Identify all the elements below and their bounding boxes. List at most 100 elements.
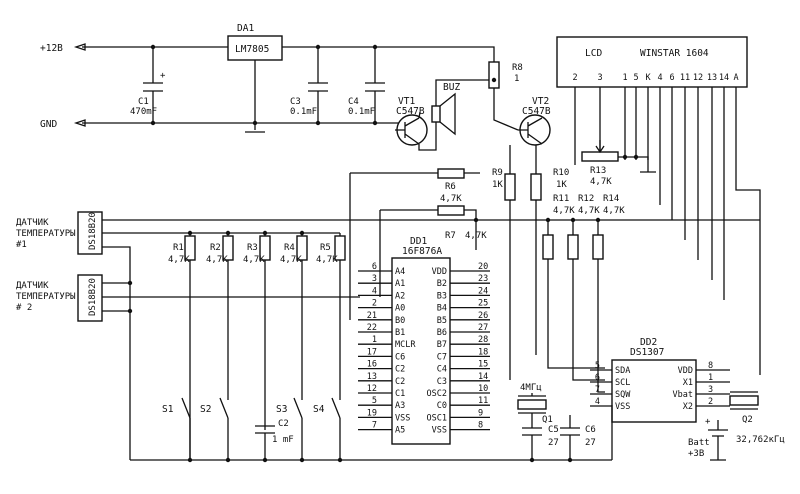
mcu-right-pin-name: C7 [437, 352, 447, 362]
r11-value: 4,7K [553, 206, 575, 216]
c1-value: 470mF [130, 107, 157, 117]
mcu-left-pin-num: 4 [372, 286, 377, 296]
mcu-left-pin-name: B1 [395, 328, 405, 338]
mcu-left-pin-num: 16 [367, 360, 377, 370]
lcd-pin-7: 6 [669, 73, 674, 83]
r2-ref: R2 [210, 243, 221, 253]
r2-body [222, 235, 234, 261]
mcu-right-pin-name: B2 [437, 279, 447, 289]
mcu-right-pin-num: 9 [478, 408, 483, 418]
rtc-left-pin-name: SDA [615, 366, 630, 376]
r9-ref: R9 [492, 168, 503, 178]
rtc-body [611, 359, 697, 423]
r5-ref: R5 [320, 243, 331, 253]
mcu-left-pin-name: C1 [395, 389, 405, 399]
regulator-ref: DA1 [237, 23, 254, 34]
lcd-label: LCD [585, 48, 602, 59]
mcu-right-pin-name: OSC1 [427, 413, 447, 423]
r4-ref: R4 [284, 243, 295, 253]
mcu-ref: DD1 [410, 236, 427, 247]
mcu-left-pin-num: 3 [372, 274, 377, 284]
regulator-part: LM7805 [235, 44, 269, 55]
r4-value: 4,7K [280, 255, 302, 265]
sensor2-label3: # 2 [16, 303, 32, 313]
c1-ref: C1 [138, 97, 149, 107]
lcd-pin-3: 1 [622, 73, 627, 83]
batt-ref: Batt [688, 438, 710, 448]
q1-freq: 4МГц [520, 383, 542, 393]
mcu-right-pin-num: 26 [478, 311, 488, 321]
r3-ref: R3 [247, 243, 258, 253]
mcu-left-pin-name: A1 [395, 279, 405, 289]
sensor1-label3: #1 [16, 240, 27, 250]
mcu-right-pin-name: OSC2 [427, 389, 447, 399]
rtc-left-pin-num: 5 [595, 361, 600, 371]
mcu-left-pin-num: 13 [367, 372, 377, 382]
mcu-left-pin-name: A0 [395, 304, 405, 314]
mcu-right-pin-name: B7 [437, 340, 447, 350]
mcu-left-pin-name: A4 [395, 267, 405, 277]
buzzer-body [431, 105, 441, 123]
c3-value: 0.1mF [290, 107, 317, 117]
r11-ref: R11 [553, 194, 569, 204]
rtc-right-pin-num: 2 [708, 397, 713, 407]
pullups: R1 4,7K R2 4,7K R3 4,7K R4 4,7K R5 4,7K [168, 230, 346, 460]
power-section: +12В GND DA1 LM7805 + C1 470mF C3 0.1mF … [40, 23, 495, 133]
vt2-ref: VT2 [532, 96, 549, 107]
q2-freq: 32,762кГц [736, 435, 785, 445]
sensor1-part: DS18B20 [88, 212, 98, 250]
mcu-right-pin-num: 27 [478, 323, 488, 333]
mcu-left-pin-num: 2 [372, 299, 377, 309]
mcu-left-pin-name: A5 [395, 426, 405, 436]
r1-body [184, 235, 196, 261]
rtc-right-pin-num: 1 [708, 373, 713, 383]
r1-ref: R1 [173, 243, 184, 253]
mcu-left-pin-num: 17 [367, 347, 377, 357]
c1-plus: + [160, 71, 166, 81]
buzzer-ref: BUZ [443, 82, 460, 93]
r9-value: 1K [492, 180, 503, 190]
r6-ref: R6 [445, 182, 456, 192]
mcu-left-pin-name: VSS [395, 413, 410, 423]
q1-body [517, 399, 547, 410]
c4-ref: C4 [348, 97, 359, 107]
sensor-section: ДАТЧИК ТЕМПЕРАТУРЫ #1 DS18B20 ДАТЧИК ТЕМ… [16, 211, 760, 460]
mcu-right-pin-num: 20 [478, 262, 488, 272]
lcd-pin-1: 2 [572, 73, 577, 83]
rtc-left-pin-name: SQW [615, 390, 631, 400]
sensor1-label1: ДАТЧИК [16, 218, 49, 228]
r5-value: 4,7K [316, 255, 338, 265]
gnd-label: GND [40, 119, 57, 130]
mcu-right-pin-num: 15 [478, 360, 488, 370]
c3-ref: C3 [290, 97, 301, 107]
mcu-right-pin-name: B6 [437, 328, 447, 338]
r7-body [437, 205, 465, 216]
mcu-left-pin-name: C6 [395, 352, 405, 362]
s3-label: S3 [276, 404, 287, 415]
mcu-right-pin-num: 23 [478, 274, 488, 284]
q2-ref: Q2 [742, 415, 753, 425]
r12-ref: R12 [578, 194, 594, 204]
c4-value: 0.1mF [348, 107, 375, 117]
resistor-network: R6 4,7K R7 4,7K R9 1K R10 1K R11 4,7K R1… [349, 145, 625, 393]
mcu-left-pin-name: MCLR [395, 340, 416, 350]
r10-value: 1K [556, 180, 567, 190]
mcu-right-pin-name: C3 [437, 377, 447, 387]
vin-label: +12В [40, 43, 63, 54]
sensor2-label2: ТЕМПЕРАТУРЫ [16, 292, 76, 302]
mcu-left-pin-num: 1 [372, 335, 377, 345]
mcu-right-pin-num: 14 [478, 372, 488, 382]
r6-body [437, 168, 465, 179]
c5-ref: C5 [548, 425, 559, 435]
r13-body [581, 151, 619, 162]
lcd-pin-2: 3 [597, 73, 602, 83]
rtc-right-pin-name: VDD [678, 366, 693, 376]
mcu-right-pin-name: B5 [437, 316, 447, 326]
mcu-right-pin-name: B4 [437, 304, 447, 314]
mcu-left-pin-num: 6 [372, 262, 377, 272]
crystals: 4МГц Q1 Q2 32,762кГц [517, 383, 785, 445]
c6-value: 27 [585, 438, 596, 448]
rtc-right-pin-name: X1 [683, 378, 693, 388]
